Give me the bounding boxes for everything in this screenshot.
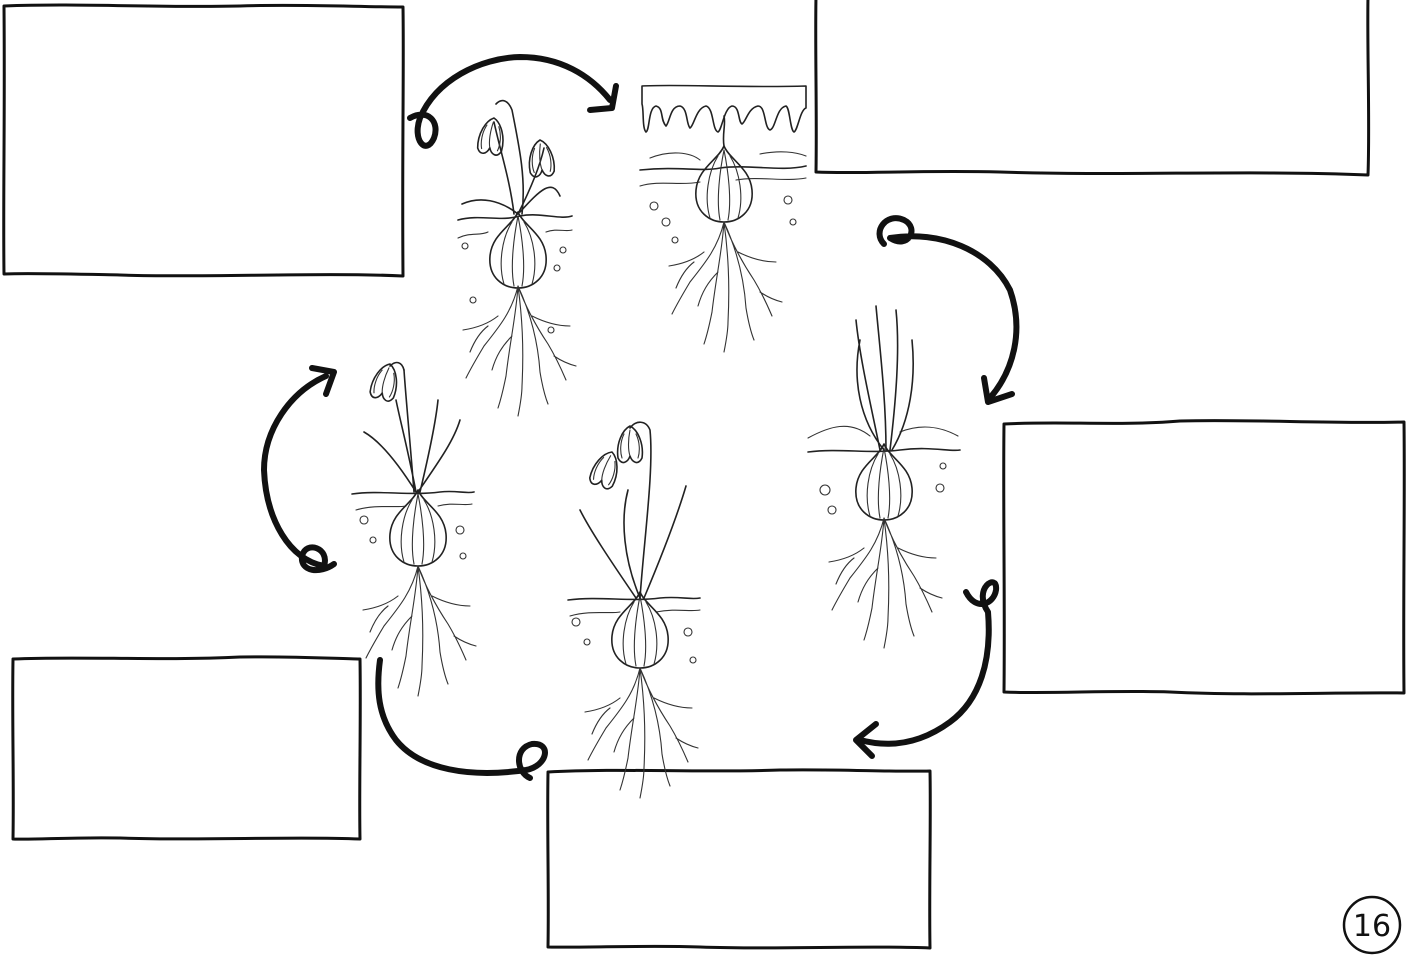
snowdrop-with-leaves-icon xyxy=(351,359,477,697)
flowering-snowdrop-icon xyxy=(567,421,701,799)
label-box-top-left[interactable] xyxy=(2,3,405,278)
label-box-bottom-left[interactable] xyxy=(11,655,362,841)
cycle-arrow-bottom-left xyxy=(375,657,548,781)
label-box-bottom[interactable] xyxy=(546,768,932,950)
cycle-arrow-bottom-right xyxy=(853,579,1000,759)
dormant-bulb-under-snow-icon xyxy=(639,84,807,353)
label-box-right[interactable] xyxy=(1002,419,1406,696)
page-number-badge: 16 xyxy=(1342,895,1402,955)
cycle-arrow-right xyxy=(876,215,1020,405)
sprouting-bulb-icon xyxy=(807,305,961,649)
page-number: 16 xyxy=(1353,909,1391,944)
wilting-snowdrop-bulb-icon xyxy=(457,99,577,417)
cycle-arrow-top xyxy=(407,54,619,149)
cycle-arrow-left xyxy=(261,365,337,574)
label-box-top-right[interactable] xyxy=(814,0,1371,177)
